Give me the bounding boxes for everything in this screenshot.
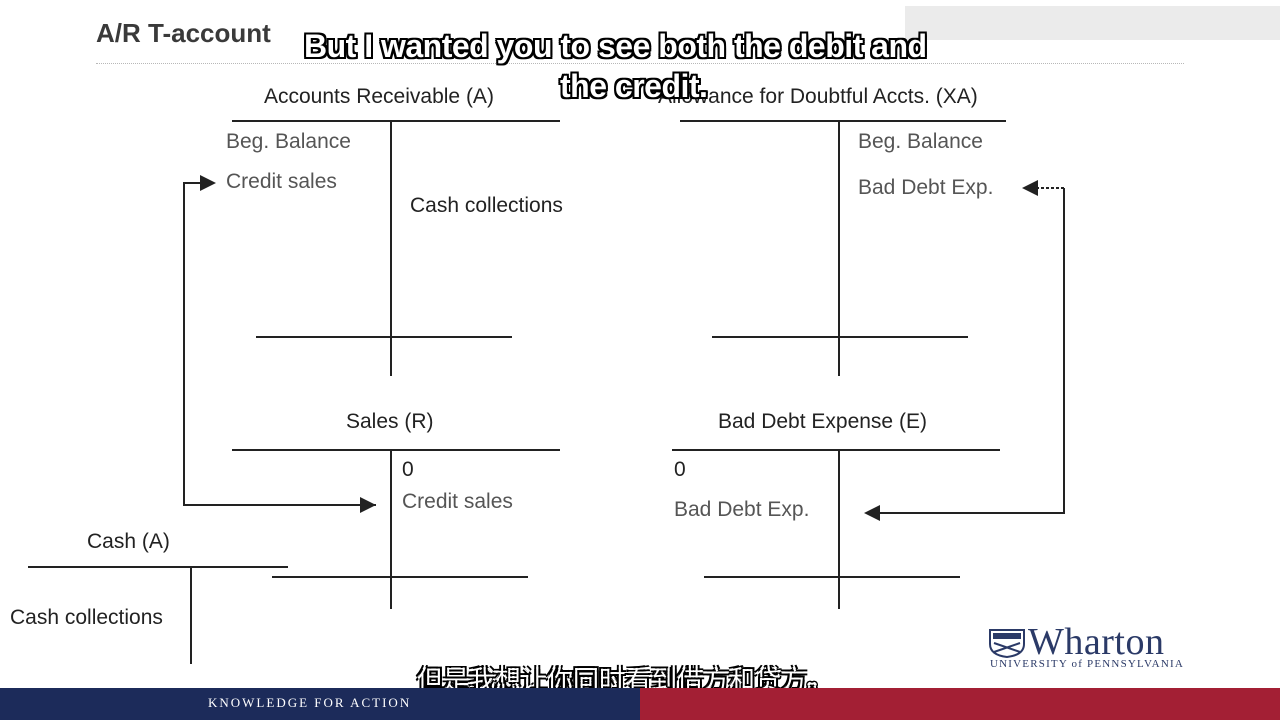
bad-debt-arrow (864, 188, 1065, 521)
ar-total-rule (256, 336, 512, 338)
bad-debt-center-rule (838, 449, 840, 609)
wharton-shield-icon (989, 629, 1025, 658)
cash-top-rule (28, 566, 288, 568)
caption-english-line-1: But I wanted you to see both the debit a… (304, 28, 927, 64)
sales-total-rule (272, 576, 528, 578)
allowance-top-rule (680, 120, 1006, 122)
allowance-bad-debt-exp: Bad Debt Exp. (858, 176, 994, 199)
footer-band-navy (0, 688, 640, 720)
cash-center-rule (190, 566, 192, 664)
sales-center-rule (390, 449, 392, 609)
footer-tagline: KNOWLEDGE FOR ACTION (208, 695, 412, 710)
bad-debt-opening-zero: 0 (674, 458, 686, 481)
ar-credit-sales: Credit sales (226, 170, 337, 193)
bad-debt-total-rule (704, 576, 960, 578)
ar-top-rule (232, 120, 560, 122)
sales-account-title: Sales (R) (346, 410, 434, 433)
sales-opening-zero: 0 (402, 458, 414, 481)
caption-english-line-2: the credit. (560, 68, 708, 104)
ar-center-rule (390, 120, 392, 376)
bad-debt-exp-entry: Bad Debt Exp. (674, 498, 810, 521)
credit-sales-arrow (183, 175, 376, 506)
footer-band-red (640, 688, 1280, 720)
sales-credit-sales: Credit sales (402, 490, 513, 513)
ar-beg-balance: Beg. Balance (226, 130, 351, 153)
slide-title: A/R T-account (96, 18, 271, 48)
ar-account-title: Accounts Receivable (A) (264, 85, 494, 108)
allowance-center-rule (838, 120, 840, 376)
bad-debt-account-title: Bad Debt Expense (E) (718, 410, 927, 433)
ar-cash-collections: Cash collections (410, 194, 563, 217)
sales-top-rule (232, 449, 560, 451)
allowance-account-title: Allowance for Doubtful Accts. (XA) (658, 85, 978, 108)
title-divider (96, 63, 1184, 64)
wharton-logo-text: Wharton (1028, 621, 1165, 663)
allowance-total-rule (712, 336, 968, 338)
allowance-beg-balance: Beg. Balance (858, 130, 983, 153)
cash-account-title: Cash (A) (87, 530, 170, 553)
top-banner (905, 6, 1280, 40)
cash-collections-entry: Cash collections (10, 606, 163, 629)
bad-debt-top-rule (672, 449, 1000, 451)
wharton-logo-subtitle: UNIVERSITY of PENNSYLVANIA (990, 658, 1184, 670)
